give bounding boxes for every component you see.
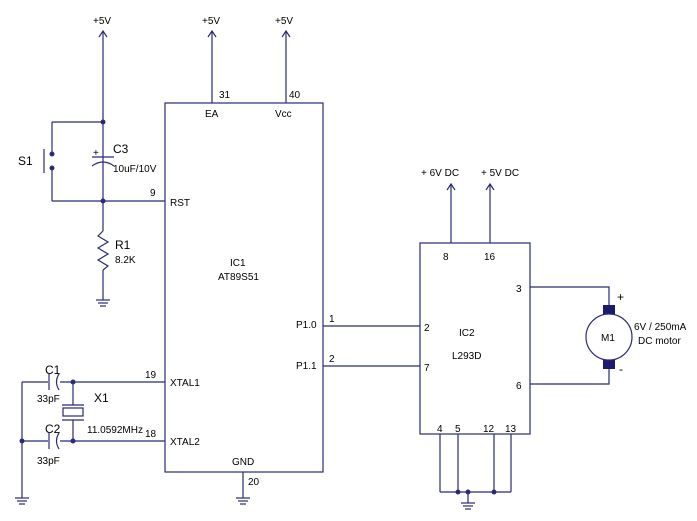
motor-m1: [585, 305, 633, 369]
label-c1: C1: [45, 363, 61, 377]
switch-s1: [43, 121, 103, 202]
label-c3: C3: [113, 142, 129, 156]
ic1-pin-vcc-number: 40: [289, 90, 301, 101]
reset-vcc-rail: [98, 29, 108, 201]
label-r1: R1: [115, 238, 131, 252]
ic2-part: L293D: [452, 351, 481, 362]
label-x1: X1: [94, 391, 109, 405]
junction-dot: [70, 438, 76, 444]
ic1-pin-xtal1-number: 19: [145, 370, 157, 381]
ic2-pin-8: 8: [443, 252, 449, 263]
label-c1-value: 33pF: [37, 394, 60, 405]
ic1-pin-rst-number: 9: [150, 188, 156, 199]
ic1-pin-xtal2-number: 18: [145, 429, 157, 440]
ic2-supply-6v: [446, 182, 456, 243]
ic2-body: [419, 242, 531, 435]
ic1-pin-xtal1-name: XTAL1: [170, 378, 200, 389]
ic2-pin-16: 16: [484, 252, 496, 263]
label-5v-vcc: +5V: [275, 16, 293, 27]
label-m1-desc: DC motor: [638, 336, 681, 347]
ic2-pin-2: 2: [424, 323, 430, 334]
junction-dot: [491, 489, 497, 495]
motor-wiring: [530, 286, 610, 385]
label-m1-rating: 6V / 250mA: [634, 322, 687, 333]
label-c2: C2: [45, 422, 61, 436]
ground-symbol-crystal: [15, 497, 29, 505]
junction-dot: [465, 489, 471, 495]
motor-plus-sign: +: [617, 290, 624, 304]
vcc-supply: [281, 29, 291, 103]
junction-dot: [100, 119, 106, 125]
motor-minus-sign: -: [619, 362, 623, 376]
junction-dot: [70, 379, 76, 385]
ic2-pin-5: 5: [455, 424, 461, 435]
ic1-pin-p11-name: P1.1: [296, 361, 317, 372]
resistor-r1: [96, 201, 110, 300]
label-c3-plus: +: [93, 148, 99, 159]
junction-dot: [19, 438, 25, 444]
label-5v-reset: +5V: [93, 16, 111, 27]
ic2-supply-5v: [485, 182, 495, 243]
ic2-pin-3: 3: [516, 284, 522, 295]
junction-dot: [100, 198, 106, 204]
ic1-pin-p10-name: P1.0: [296, 320, 317, 331]
ic1-body: [164, 102, 324, 473]
label-5v-ea: +5V: [202, 16, 220, 27]
label-c3-value: 10uF/10V: [113, 164, 157, 175]
ic2-pin-6: 6: [516, 381, 522, 392]
ic2-pin-4: 4: [437, 424, 443, 435]
label-5v-dc: + 5V DC: [481, 168, 519, 179]
label-x1-value: 11.0592MHz: [87, 425, 143, 436]
ic2-pin-12: 12: [483, 424, 495, 435]
label-r1-value: 8.2K: [115, 255, 136, 266]
crystal-x1: [62, 404, 84, 421]
ic1-pin-gnd-number: 20: [248, 477, 260, 488]
ground-symbol-r1: [96, 299, 110, 307]
label-m1: M1: [601, 333, 615, 344]
label-s1: S1: [18, 154, 33, 168]
ic2-ground-bus: [439, 434, 512, 510]
ic1-pin-gnd-name: GND: [232, 457, 254, 468]
ic2-pin-13: 13: [505, 424, 517, 435]
label-6v-dc: + 6V DC: [421, 168, 459, 179]
wire-label-1: 1: [329, 314, 335, 325]
ea-supply: [207, 29, 217, 103]
capacitor-c2: [48, 432, 60, 450]
ic2-pin-7: 7: [424, 363, 430, 374]
ic1-part: AT89S51: [218, 272, 259, 283]
capacitor-c1: [48, 373, 60, 391]
ic1-pin-vcc-name: Vcc: [275, 109, 292, 120]
ic1-pin-ea-number: 31: [219, 90, 231, 101]
ic2-name: IC2: [459, 328, 475, 339]
ic1-pin-rst-name: RST: [170, 198, 190, 209]
ic1-name: IC1: [230, 258, 246, 269]
label-c2-value: 33pF: [37, 456, 60, 467]
junction-dot: [455, 489, 461, 495]
ic1-pin-ea-name: EA: [205, 109, 219, 120]
capacitor-c3: [91, 156, 115, 167]
ic1-ground: [236, 472, 250, 505]
ic1-pin-xtal2-name: XTAL2: [170, 437, 200, 448]
wire-label-2: 2: [329, 354, 335, 365]
